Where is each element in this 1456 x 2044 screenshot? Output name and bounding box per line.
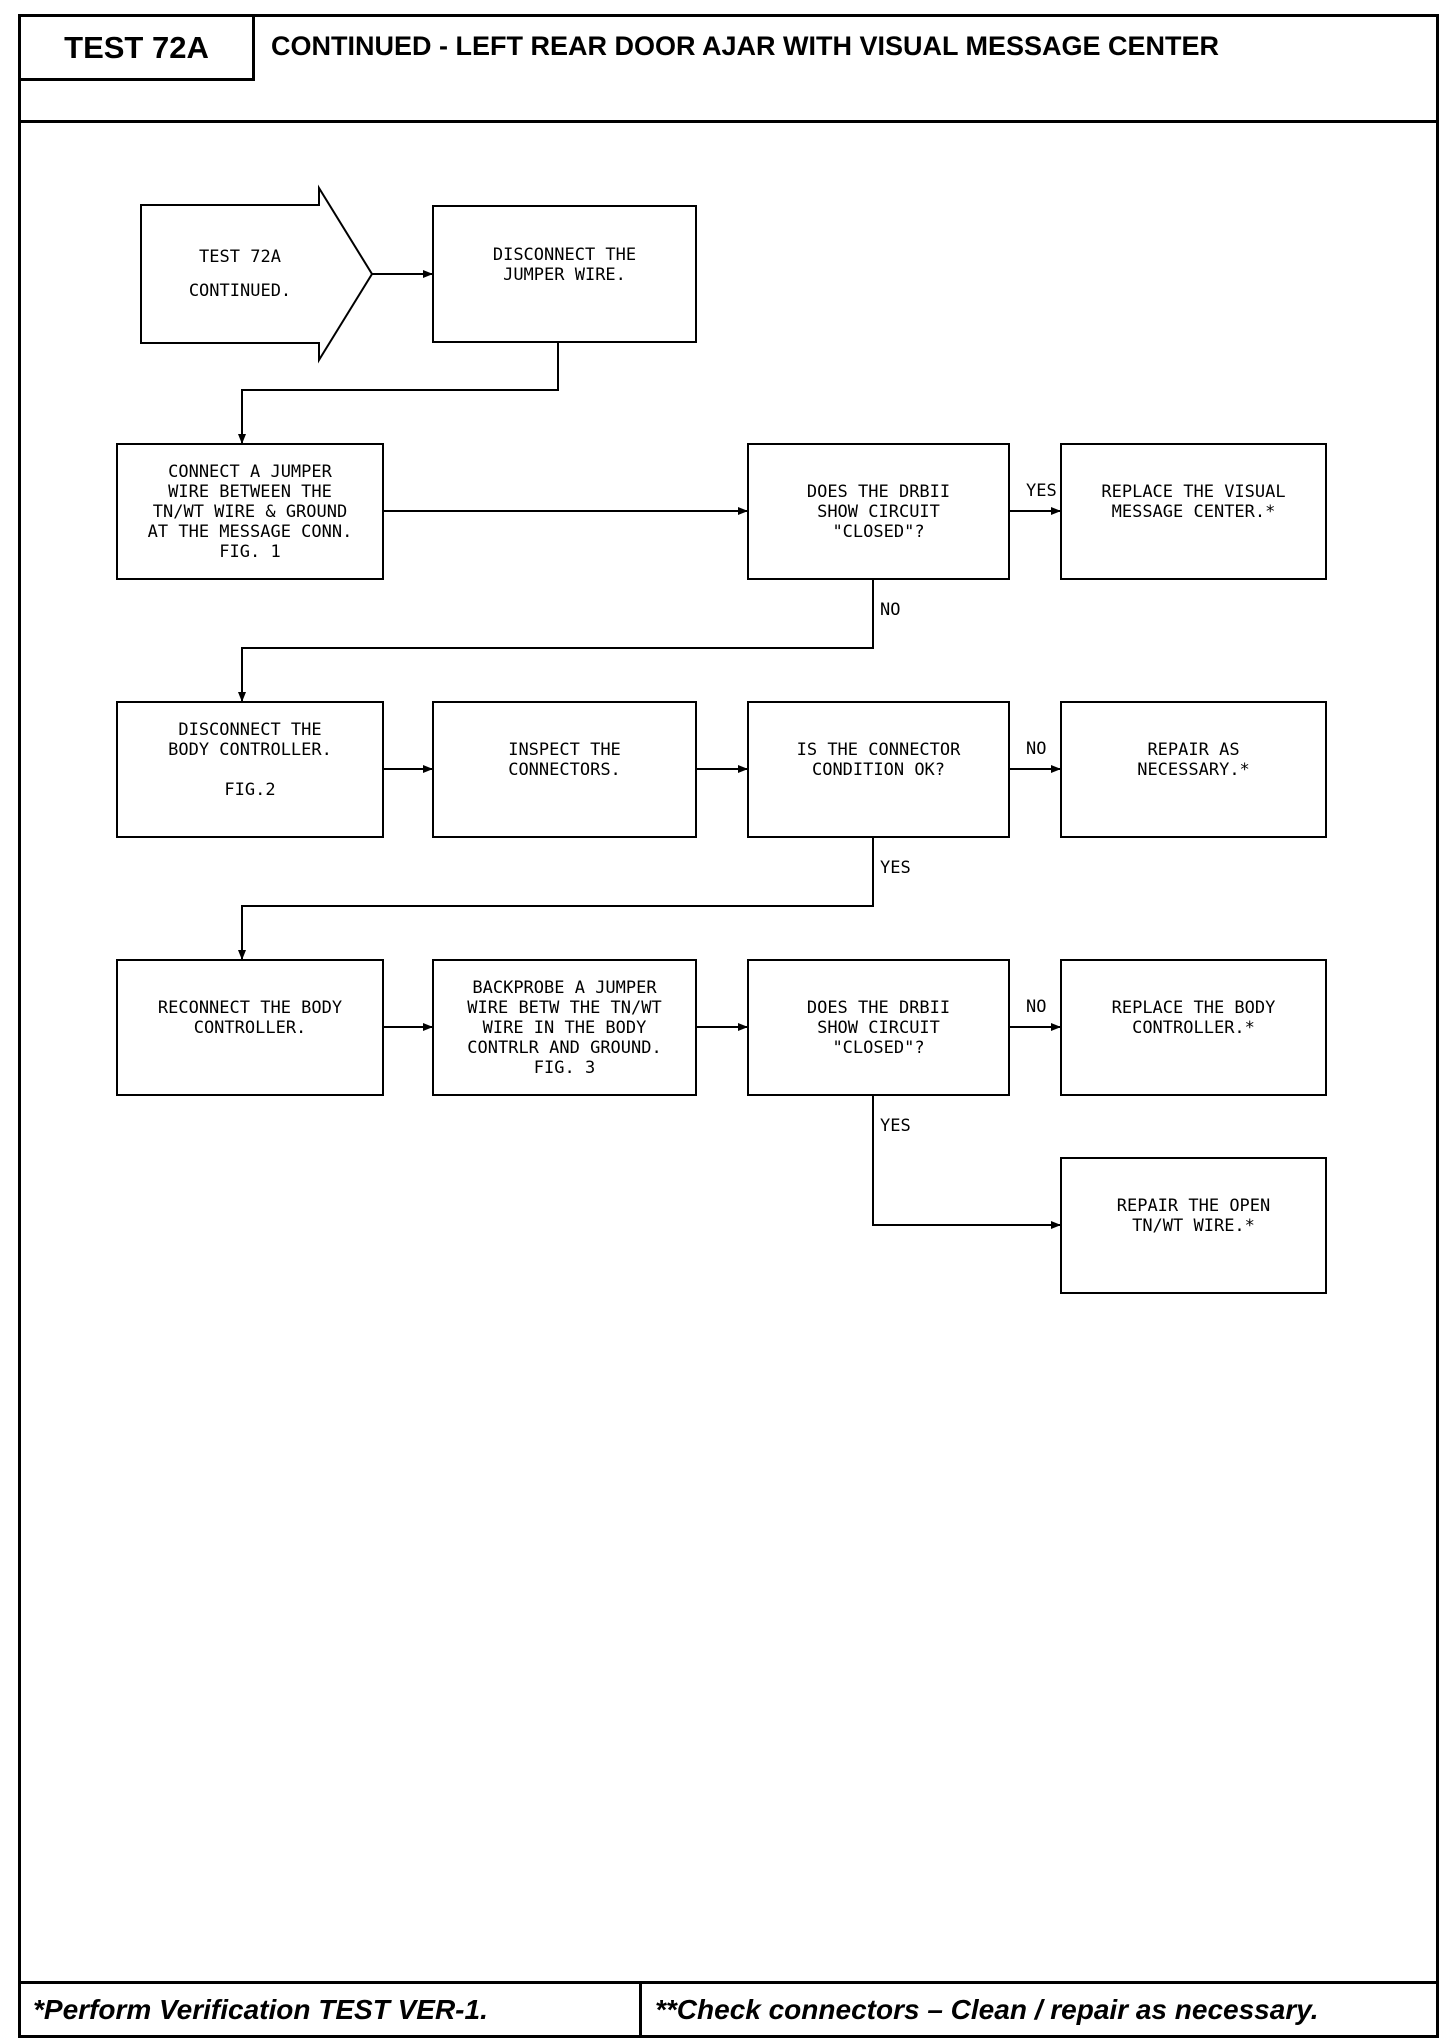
header: TEST 72A CONTINUED - LEFT REAR DOOR AJAR… xyxy=(21,17,1436,123)
page-title: CONTINUED - LEFT REAR DOOR AJAR WITH VIS… xyxy=(271,31,1220,61)
inspect-connectors-box: INSPECT THE CONNECTORS. xyxy=(432,701,697,838)
label-yes-2: YES xyxy=(880,858,911,878)
reconnect-body-box: RECONNECT THE BODY CONTROLLER. xyxy=(116,959,384,1096)
label-yes-3: YES xyxy=(880,1116,911,1136)
label-no-3: NO xyxy=(1026,997,1047,1017)
start-node: TEST 72A CONTINUED. xyxy=(188,247,292,301)
test-id: TEST 72A xyxy=(21,17,255,81)
drbii-closed-decision-2: DOES THE DRBII SHOW CIRCUIT "CLOSED"? xyxy=(747,959,1010,1096)
connect-jumper-box: CONNECT A JUMPER WIRE BETWEEN THE TN/WT … xyxy=(116,443,384,580)
arrow-drbii-1-to-disconnect-body xyxy=(238,580,874,702)
arrow-drbii-2-to-repair-open xyxy=(872,1096,1061,1229)
footer-connector-note: **Check connectors – Clean / repair as n… xyxy=(655,1993,1319,2025)
repair-necessary-box: REPAIR AS NECESSARY.* xyxy=(1060,701,1327,838)
label-no-2: NO xyxy=(1026,739,1047,759)
repair-open-box: REPAIR THE OPEN TN/WT WIRE.* xyxy=(1060,1157,1327,1294)
connector-ok-decision: IS THE CONNECTOR CONDITION OK? xyxy=(747,701,1010,838)
arrow-connector-ok-to-reconnect xyxy=(238,838,874,960)
footer: *Perform Verification TEST VER-1. **Chec… xyxy=(21,1981,1436,2035)
disconnect-body-box: DISCONNECT THE BODY CONTROLLER. FIG.2 xyxy=(116,701,384,838)
drbii-closed-decision-1: DOES THE DRBII SHOW CIRCUIT "CLOSED"? xyxy=(747,443,1010,580)
backprobe-box: BACKPROBE A JUMPER WIRE BETW THE TN/WT W… xyxy=(432,959,697,1096)
replace-body-box: REPLACE THE BODY CONTROLLER.* xyxy=(1060,959,1327,1096)
label-yes-1: YES xyxy=(1026,481,1057,501)
label-no-1: NO xyxy=(880,600,901,620)
disconnect-jumper-box: DISCONNECT THE JUMPER WIRE. xyxy=(432,205,697,343)
replace-vmc-box: REPLACE THE VISUAL MESSAGE CENTER.* xyxy=(1060,443,1327,580)
start-arrow-shape xyxy=(140,184,374,364)
document-page: TEST 72A CONTINUED - LEFT REAR DOOR AJAR… xyxy=(18,14,1439,2038)
arrow-disconnect-jumper-to-connect-jumper xyxy=(238,343,559,444)
footer-verification-note: *Perform Verification TEST VER-1. xyxy=(21,1984,642,2035)
